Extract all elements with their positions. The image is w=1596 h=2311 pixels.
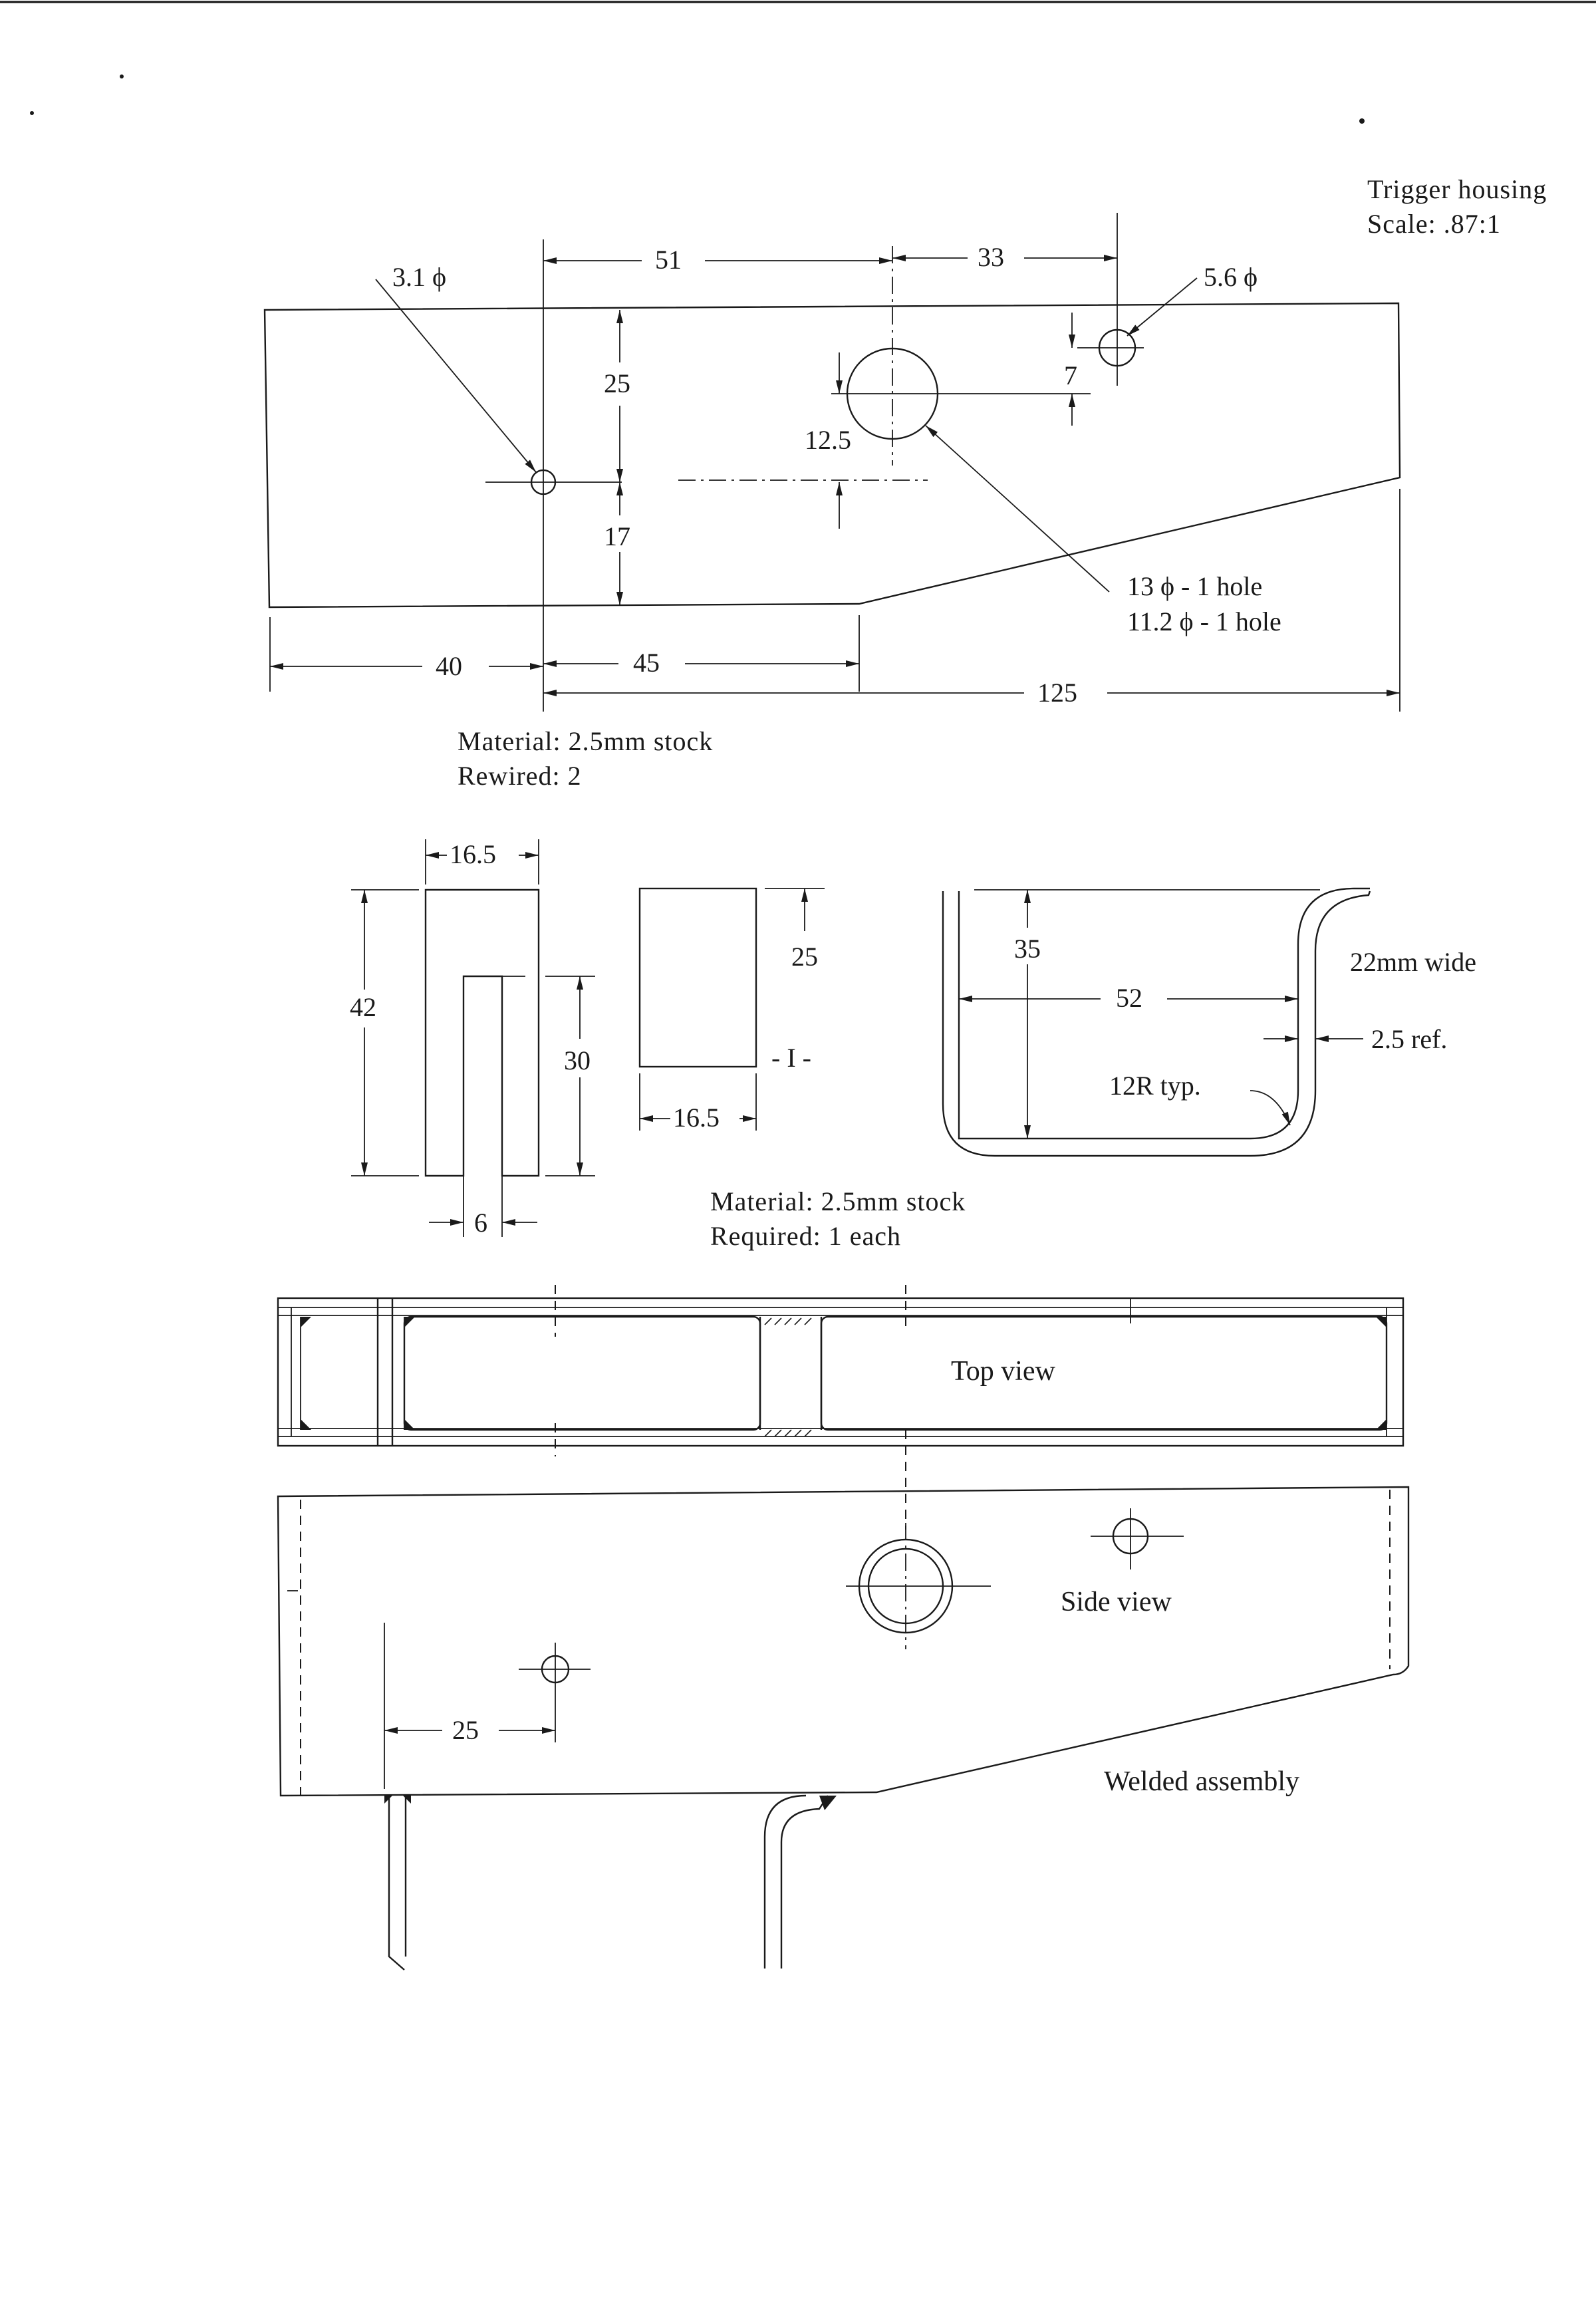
dim-45: 45 [633,648,660,678]
leader-line [375,279,537,473]
u-piece-outline [424,888,540,1177]
plate-outline [263,302,1401,609]
channel-inner [958,887,1370,1140]
weld-hatch [784,1317,792,1325]
scan-speck [1359,118,1365,124]
dim-12-5: 12.5 [805,425,851,455]
dim-25: 25 [604,368,630,398]
hole-note-2: 11.2 ϕ - 1 hole [1127,607,1281,636]
weld-hatch [794,1317,802,1325]
top-view-outline [277,1297,1404,1447]
dim-height-42: 42 [350,992,376,1022]
dim-7: 7 [1064,360,1077,390]
block-mark: - I - [771,1043,811,1073]
part2-components: 16.5 42 30 6 25 - I - 16.5 35 52 [350,839,1476,1251]
title-line-2: Scale: .87:1 [1367,209,1501,239]
weld-fillet [403,1796,411,1804]
trigger-leg-left [388,1796,405,1971]
leader-line [1127,277,1198,337]
weld-hatch [804,1429,812,1437]
weld-fillet [301,1317,311,1327]
assembly-top-view: Top view [277,1285,1404,1530]
weld-hatch [774,1317,782,1325]
weld-hatch [764,1429,772,1437]
weld-fillet [819,1796,837,1810]
scan-speck [30,111,34,115]
top-view-label: Top view [951,1356,1056,1387]
weld-hatch [774,1429,782,1437]
channel-ref-note: 2.5 ref. [1371,1024,1447,1054]
part1-material: Material: 2.5mm stock [458,726,713,756]
part2-required: Required: 1 each [710,1221,901,1251]
hole-note-1: 13 ϕ - 1 hole [1127,571,1262,601]
dim-33: 33 [978,242,1004,272]
block-outline [638,887,757,1068]
channel-width-note: 22mm wide [1350,947,1476,977]
scan-speck [120,74,124,78]
leader-line [925,425,1110,593]
dim-40: 40 [436,651,462,681]
dim-51: 51 [655,245,682,275]
dim-17: 17 [604,521,630,551]
weld-hatch [784,1429,792,1437]
dim-block-25: 25 [791,942,818,972]
dim-slot-6: 6 [474,1208,487,1238]
weld-fillet [301,1419,311,1430]
assembly-side-view: Side view 25 Welded assembly [277,1486,1410,1971]
dim-width-top: 16.5 [450,839,496,869]
dim-channel-52: 52 [1116,983,1142,1013]
dim-channel-35: 35 [1014,934,1041,964]
weld-fillet [404,1419,415,1430]
leader-line [1250,1090,1291,1126]
side-view-label: Side view [1061,1587,1172,1617]
top-view-pocket [403,1315,761,1431]
weld-hatch [804,1317,812,1325]
dim-slot-30: 30 [564,1045,591,1075]
weld-fillet [404,1317,415,1327]
top-view-pocket [820,1315,1388,1431]
weld-fillet [384,1796,392,1804]
weld-fillet [1376,1419,1387,1430]
channel-outer [942,890,1371,1157]
dim-hole-right: 5.6 ϕ [1204,262,1258,292]
assembly-caption: Welded assembly [1104,1766,1299,1797]
channel-radius-note: 12R typ. [1109,1071,1201,1101]
trigger-leg-right [780,1795,829,1969]
dim-125: 125 [1037,678,1077,708]
part1-plate: 51 33 3.1 ϕ 5.6 ϕ 25 17 12.5 7 13 ϕ - 1 … [263,213,1401,791]
weld-hatch [794,1429,802,1437]
part1-required: Rewired: 2 [458,761,582,791]
title-line-1: Trigger housing [1367,174,1547,204]
weld-fillet [1376,1317,1387,1327]
dim-side-25: 25 [452,1715,479,1745]
trigger-leg-right [763,1794,807,1969]
weld-hatch [764,1317,772,1325]
side-view-outline [277,1486,1410,1797]
part2-material: Material: 2.5mm stock [710,1186,966,1216]
dim-hole-small: 3.1 ϕ [392,262,446,292]
dim-block-width: 16.5 [673,1103,720,1133]
